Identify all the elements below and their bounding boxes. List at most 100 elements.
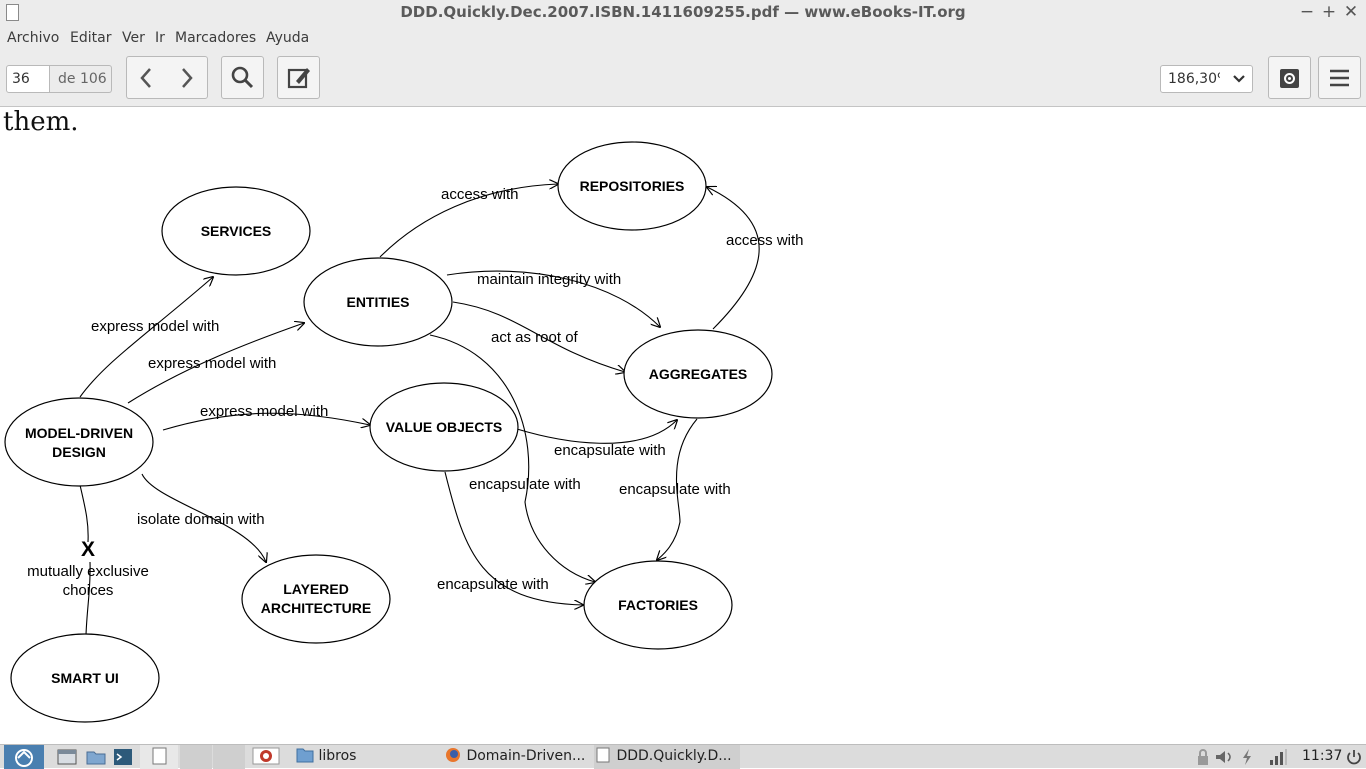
node-repositories bbox=[557, 141, 707, 231]
task-firefox-label: Domain-Driven... bbox=[466, 748, 586, 764]
menu-ver[interactable]: Ver bbox=[122, 30, 145, 46]
edge-mdd-services bbox=[79, 277, 213, 398]
node-model-driven-design bbox=[4, 397, 154, 487]
node-aggregates bbox=[623, 329, 773, 419]
menu-ir[interactable]: Ir bbox=[155, 30, 165, 46]
label-layered: LAYERED bbox=[283, 581, 349, 597]
edge-mdd-smartui bbox=[79, 484, 89, 543]
firefox-icon bbox=[446, 748, 460, 762]
annotate-button[interactable] bbox=[277, 56, 320, 99]
edge-entities-repositories bbox=[379, 184, 558, 258]
zoom-select[interactable]: 186,30% bbox=[1160, 65, 1253, 93]
document-app-icon bbox=[6, 4, 19, 21]
edge-entities-aggregates-integrity bbox=[446, 270, 660, 327]
edge-valueobjects-aggregates bbox=[516, 420, 677, 444]
volume-icon[interactable] bbox=[1214, 748, 1238, 766]
menu-icon bbox=[1330, 69, 1349, 87]
window-title: DDD.Quickly.Dec.2007.ISBN.1411609255.pdf… bbox=[400, 3, 966, 21]
shutdown-icon[interactable] bbox=[1345, 748, 1363, 766]
settings-icon bbox=[1280, 69, 1299, 88]
next-page-button[interactable] bbox=[167, 57, 208, 98]
edge-valueobjects-factories bbox=[444, 471, 583, 605]
network-signal-icon[interactable] bbox=[1268, 748, 1288, 766]
edge-label-express-entities: express model with bbox=[148, 355, 276, 372]
edge-label-encapsulate-vo-agg: encapsulate with bbox=[554, 442, 666, 459]
edge-label-access-with: access with bbox=[441, 186, 519, 203]
edge-mdd-valueobjects bbox=[162, 412, 370, 431]
edge-entities-aggregates-root bbox=[452, 301, 625, 372]
label-services: SERVICES bbox=[201, 223, 272, 239]
ddd-pattern-diagram: SERVICES REPOSITORIES ENTITIES AGGREGATE… bbox=[4, 141, 804, 723]
menu-ayuda[interactable]: Ayuda bbox=[266, 30, 310, 46]
main-menu-button[interactable] bbox=[1318, 56, 1361, 99]
edge-mdd-entities bbox=[127, 323, 304, 404]
menu-archivo[interactable]: Archivo bbox=[7, 30, 60, 46]
node-value-objects bbox=[369, 382, 519, 472]
minimize-button[interactable]: − bbox=[1299, 2, 1315, 22]
node-services bbox=[161, 186, 311, 276]
workspace-2-button[interactable] bbox=[180, 745, 212, 769]
label-value-objects: VALUE OBJECTS bbox=[386, 419, 502, 435]
edge-aggregates-factories bbox=[657, 418, 698, 560]
label-factories: FACTORIES bbox=[618, 597, 698, 613]
edge-label-encapsulate-agg-fac: encapsulate with bbox=[619, 481, 731, 498]
previous-page-button[interactable] bbox=[127, 57, 168, 98]
task-firefox[interactable]: Domain-Driven... bbox=[444, 745, 590, 769]
folder-icon bbox=[296, 748, 314, 763]
page-total-label: de 106 bbox=[50, 65, 112, 93]
edge-label-maintain-integrity: maintain integrity with bbox=[477, 271, 621, 288]
mutually-exclusive-x-mark: X bbox=[81, 538, 95, 561]
document-icon bbox=[152, 747, 167, 765]
clock: 11:37 bbox=[1302, 748, 1343, 764]
label-smart-ui: SMART UI bbox=[51, 670, 119, 686]
start-menu-icon[interactable] bbox=[4, 745, 44, 769]
lock-icon[interactable] bbox=[1196, 748, 1210, 766]
edge-label-isolate-domain: isolate domain with bbox=[137, 511, 265, 528]
label-model-driven: MODEL-DRIVEN bbox=[25, 425, 133, 441]
page-number-input[interactable]: 36 bbox=[6, 65, 50, 93]
task-ddd-quickly[interactable]: DDD.Quickly.D... bbox=[594, 745, 740, 769]
menu-marcadores[interactable]: Marcadores bbox=[175, 30, 257, 46]
task-document-viewer-button[interactable] bbox=[140, 745, 178, 769]
document-icon bbox=[596, 747, 610, 763]
menu-editar[interactable]: Editar bbox=[70, 30, 112, 46]
node-entities bbox=[303, 257, 453, 347]
task-libros-label: libros bbox=[318, 748, 357, 764]
power-lightning-icon[interactable] bbox=[1240, 748, 1254, 766]
edge-mdd-layered bbox=[141, 473, 266, 562]
label-architecture: ARCHITECTURE bbox=[261, 600, 371, 616]
close-button[interactable]: ✕ bbox=[1343, 2, 1359, 22]
maximize-button[interactable]: + bbox=[1321, 2, 1337, 22]
edge-label-express-valueobjects: express model with bbox=[200, 403, 328, 420]
menu-bar: Archivo Editar Ver Ir Marcadores Ayuda bbox=[0, 26, 1366, 52]
title-bar: DDD.Quickly.Dec.2007.ISBN.1411609255.pdf… bbox=[0, 0, 1366, 26]
node-factories bbox=[583, 560, 733, 650]
settings-button[interactable] bbox=[1268, 56, 1311, 99]
edge-label-act-as-root: act as root of bbox=[491, 329, 579, 346]
document-text: them. bbox=[3, 107, 79, 137]
file-manager-icon[interactable] bbox=[85, 748, 107, 766]
search-button[interactable] bbox=[221, 56, 264, 99]
task-libros[interactable]: libros bbox=[296, 745, 436, 769]
edge-label-encapsulate-vo-fac: encapsulate with bbox=[437, 576, 549, 593]
task-pdf-app-button[interactable] bbox=[248, 745, 284, 769]
edit-icon bbox=[287, 68, 310, 89]
pdf-reader-icon bbox=[252, 747, 280, 765]
edge-label-express-services: express model with bbox=[91, 318, 219, 335]
terminal-icon[interactable] bbox=[112, 748, 134, 766]
label-repositories: REPOSITORIES bbox=[580, 178, 685, 194]
arrow-right-icon bbox=[182, 68, 193, 88]
taskbar: libros Domain-Driven... DDD.Quickly.D...… bbox=[0, 744, 1366, 769]
search-icon bbox=[231, 66, 254, 89]
workspace-3-button[interactable] bbox=[213, 745, 245, 769]
task-ddd-quickly-label: DDD.Quickly.D... bbox=[616, 748, 732, 764]
edge-smartui-mdd bbox=[85, 561, 91, 636]
document-viewer[interactable]: them. bbox=[0, 107, 1366, 744]
label-design: DESIGN bbox=[52, 444, 106, 460]
edge-label-encapsulate-ent-fac: encapsulate with bbox=[469, 476, 581, 493]
edge-aggregates-repositories bbox=[707, 187, 760, 330]
show-desktop-icon[interactable] bbox=[56, 748, 78, 766]
edge-entities-factories bbox=[429, 334, 595, 582]
edge-label-access-with-2: access with bbox=[726, 232, 804, 249]
edge-label-mutually-exclusive: mutually exclusive bbox=[27, 563, 149, 580]
